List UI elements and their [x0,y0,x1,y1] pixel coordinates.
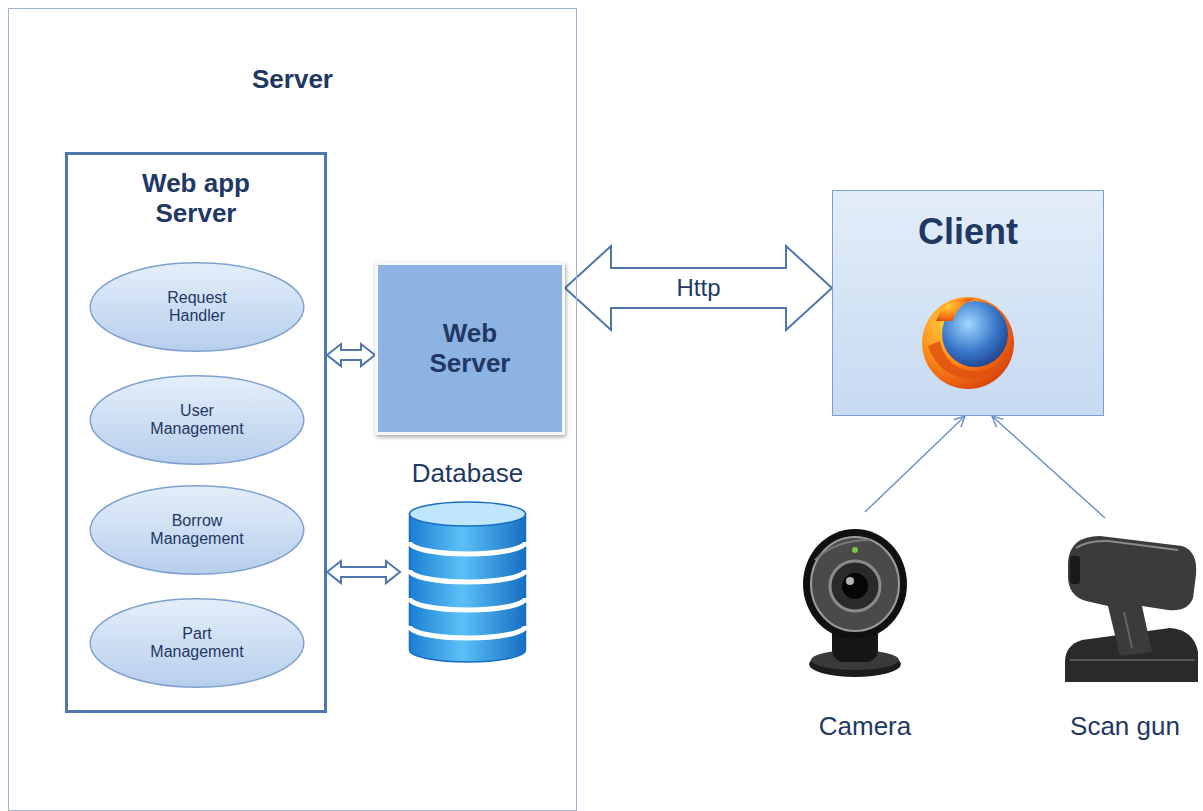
connector [565,246,832,330]
database-cylinder: Database [400,455,535,665]
node-label: Web Server [405,319,535,379]
cylinder-outline [400,500,535,665]
node-label: Server [252,65,333,95]
component-ellipse: Part Management [88,597,306,689]
edge-label: Http [672,275,724,301]
server-region: Request HandlerUser ManagementBorrow Man… [8,8,577,811]
node-label: Scan gun [1070,712,1180,742]
web-server-box: Web Server [375,262,565,435]
node-label: Camera [819,712,911,742]
component-ellipse: Borrow Management [88,484,306,576]
block-arrow [565,246,832,330]
node-label: Client [918,211,1018,252]
barcode-scanner-picture [1065,536,1198,682]
node-label: Database [412,459,523,489]
firefox-logo [918,291,1018,391]
connector-line [865,416,965,512]
ellipse-shape [90,599,304,687]
app-server-box: Request HandlerUser ManagementBorrow Man… [65,152,327,713]
node-label: Borrow Management [142,512,252,549]
connector [992,416,1105,518]
connector [327,561,400,583]
node-label: Request Handler [142,289,252,326]
block-arrow [327,561,400,583]
ellipse-shape [90,263,304,351]
node-label: Web app Server [111,169,281,229]
ellipse-shape [90,486,304,574]
connector-line [992,416,1105,518]
node-label: User Management [142,402,252,439]
arrow-head [992,416,1004,427]
scanner-device: Scan gun [1052,518,1198,750]
connector [865,416,965,512]
camera-device: Camera [790,512,940,750]
webcam-picture [803,529,907,677]
cylinder-shape [410,502,526,662]
client-box: Client [832,190,1104,416]
component-ellipse: Request Handler [88,261,306,353]
component-ellipse: User Management [88,374,306,466]
node-label: Part Management [142,625,252,662]
block-arrow [327,344,375,366]
ellipse-shape [90,376,304,464]
connector [327,344,375,366]
arrow-head [954,416,965,427]
